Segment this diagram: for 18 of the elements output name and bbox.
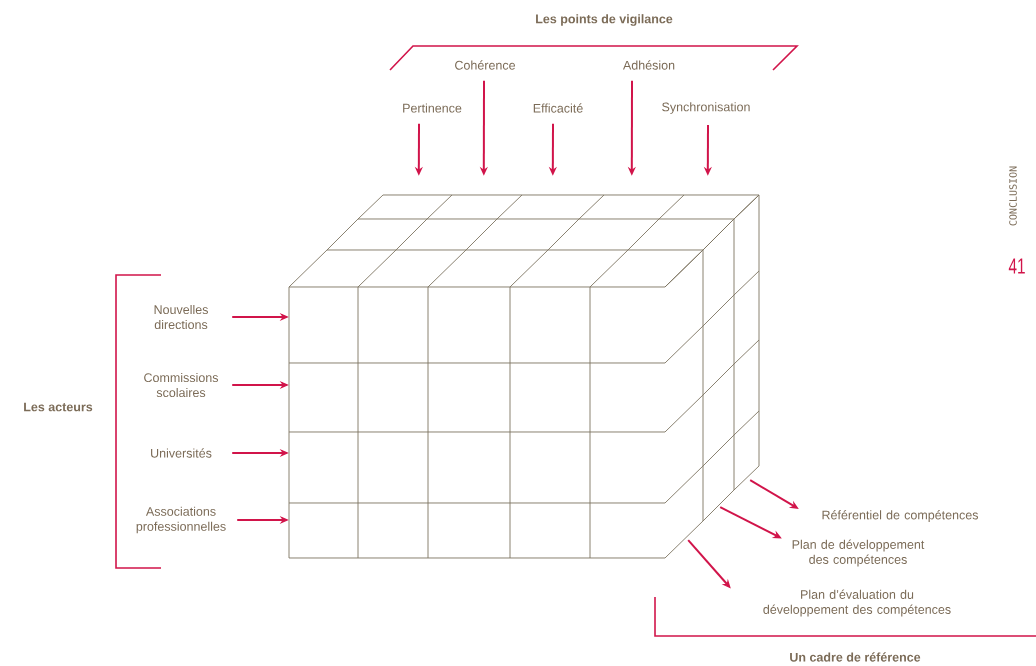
text-label: Universités [151, 448, 212, 458]
text-label: Pertinence [403, 103, 462, 113]
text-label: Synchronisation [662, 102, 750, 114]
heading: Les points de vigilance [536, 14, 673, 26]
text-label: Référentiel de compétences [822, 510, 979, 522]
page-number: 41 [1008, 258, 1025, 274]
text-label: Adhésion [622, 60, 675, 70]
text-label: Commissions scolaires [144, 372, 219, 398]
cube-drawing [288, 194, 760, 559]
text-label: Plan de développement des compétences [792, 539, 925, 567]
heading: Les acteurs [24, 402, 93, 412]
text-label: Nouvelles directions [154, 304, 208, 330]
section-title: CONCLUSION [1009, 166, 1017, 226]
text-label: Plan d’évaluation du développement des compétences [763, 589, 951, 617]
text-label: Cohérence [455, 60, 515, 70]
heading: Un cadre de référence [790, 652, 921, 662]
text-label: Associations professionnelles [136, 506, 226, 534]
text-label: Efficacité [533, 103, 583, 113]
